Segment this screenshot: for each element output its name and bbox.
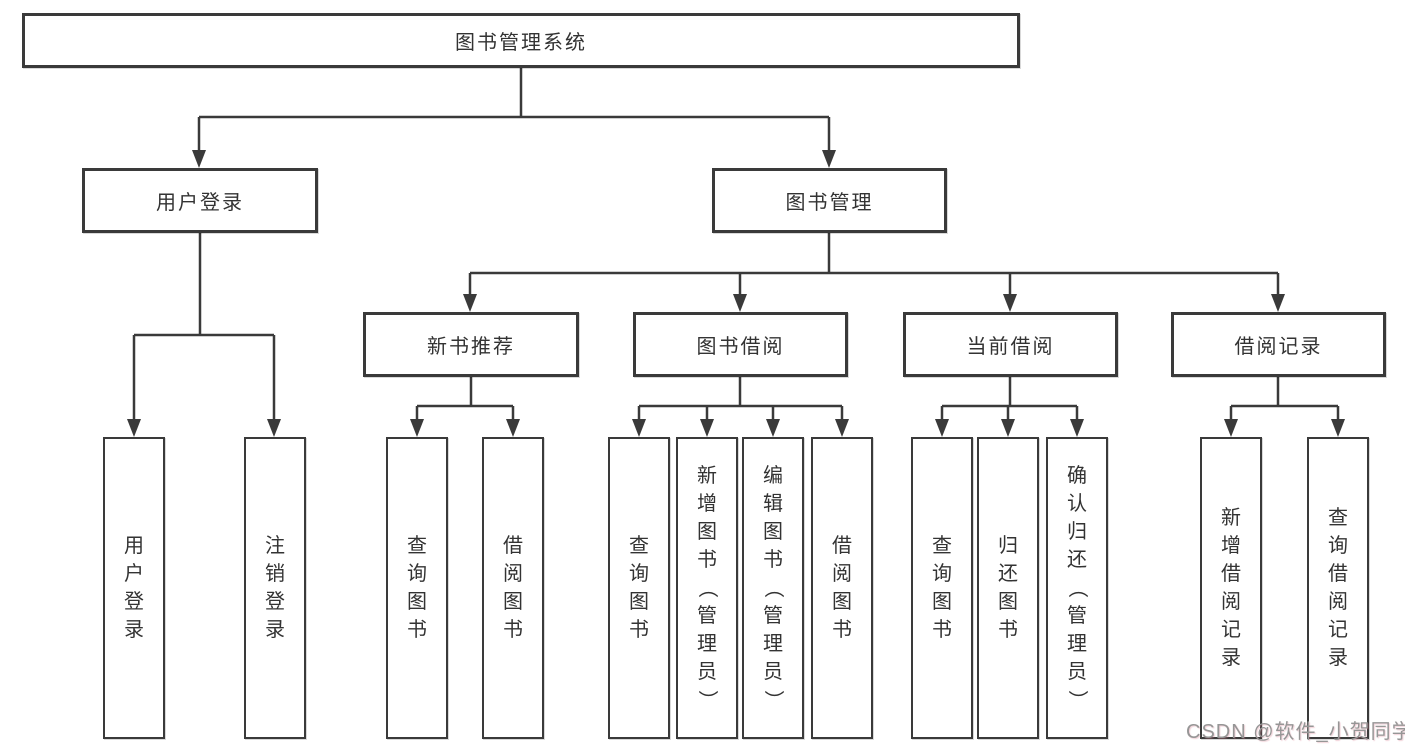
leaf-return-book: 归还图书 xyxy=(977,437,1039,739)
node-book-borrow: 图书借阅 xyxy=(633,312,848,377)
leaf-query-books-2: 查询图书 xyxy=(608,437,670,739)
leaf-logout: 注销登录 xyxy=(244,437,306,739)
node-user-login: 用户登录 xyxy=(82,168,318,233)
leaf-add-borrow-record: 新增借阅记录 xyxy=(1200,437,1262,739)
node-borrow-records: 借阅记录 xyxy=(1171,312,1386,377)
leaf-borrow-books-1: 借阅图书 xyxy=(482,437,544,739)
leaf-user-login: 用户登录 xyxy=(103,437,165,739)
leaf-query-books-1: 查询图书 xyxy=(386,437,448,739)
leaf-edit-book-admin: 编辑图书（管理员） xyxy=(742,437,804,739)
node-book-management: 图书管理 xyxy=(712,168,947,233)
csdn-watermark: CSDN @软件_小贺同学 xyxy=(1186,721,1405,743)
leaf-confirm-return-admin: 确认归还（管理员） xyxy=(1046,437,1108,739)
arrowheads xyxy=(127,150,1345,437)
node-new-book-recommend: 新书推荐 xyxy=(363,312,579,377)
node-current-borrow: 当前借阅 xyxy=(903,312,1118,377)
leaf-add-book-admin: 新增图书（管理员） xyxy=(676,437,738,739)
leaf-borrow-books-2: 借阅图书 xyxy=(811,437,873,739)
leaf-query-borrow-record: 查询借阅记录 xyxy=(1307,437,1369,739)
node-root: 图书管理系统 xyxy=(22,13,1020,68)
leaf-query-books-3: 查询图书 xyxy=(911,437,973,739)
